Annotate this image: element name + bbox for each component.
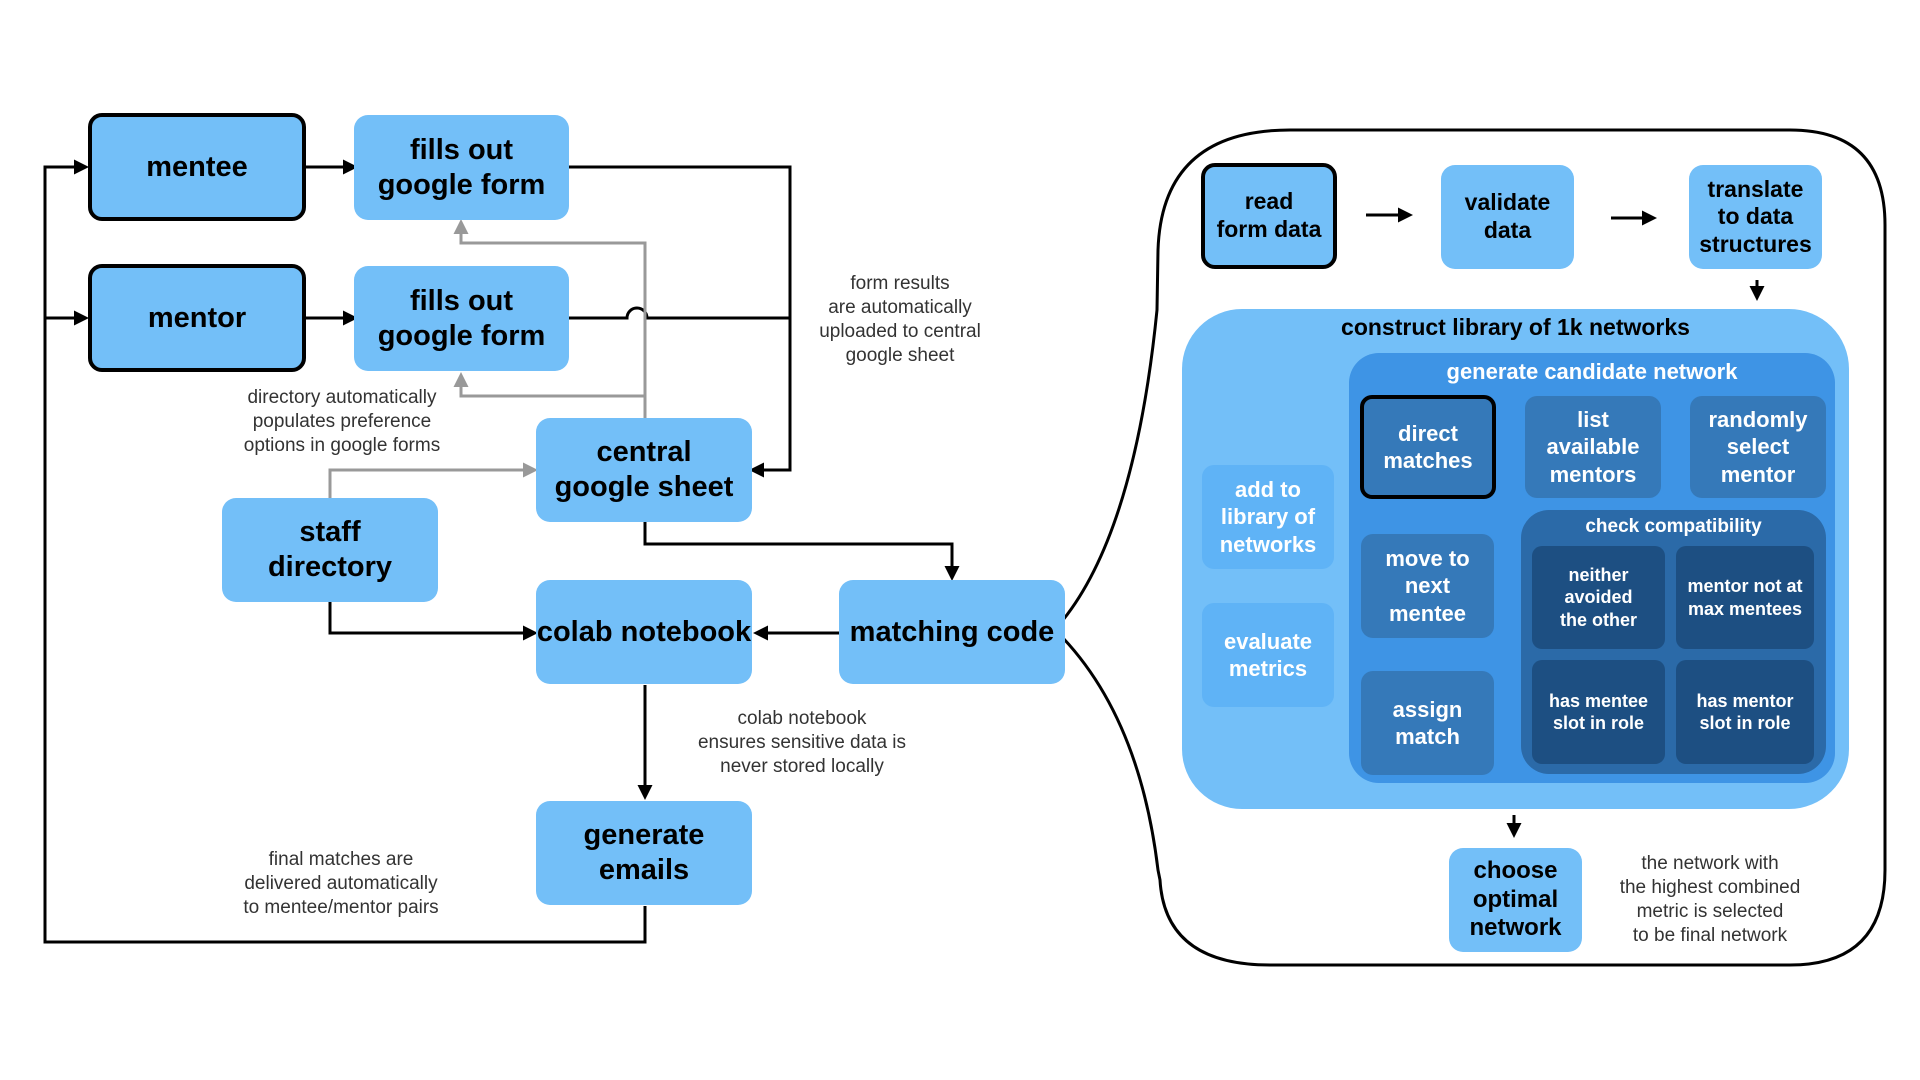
algorithm-panel-outline <box>1061 128 1887 967</box>
staff-directory-node: staff directory <box>222 498 438 602</box>
mentee-fills-form-node: fills out google form <box>354 115 569 220</box>
mentor-node: mentor <box>88 264 306 372</box>
arrow-staff-to-colab <box>328 602 538 641</box>
has-mentor-slot-node: has mentor slot in role <box>1676 660 1814 764</box>
arrow-directory-to-mentee-form <box>453 219 647 418</box>
evaluate-metrics-node: evaluate metrics <box>1202 603 1334 707</box>
validate-data-node: validate data <box>1441 165 1574 269</box>
note-form-results: form results are automatically uploaded … <box>819 273 981 366</box>
matching-code-node: matching code <box>839 580 1065 684</box>
candidate-network-zone-title: generate candidate network <box>1446 359 1738 384</box>
choose-optimal-network-node: choose optimal network <box>1449 848 1582 952</box>
note-directory-populates: directory automatically populates prefer… <box>243 387 441 456</box>
direct-matches-node: direct matches <box>1360 395 1496 499</box>
randomly-select-mentor-node: randomly select mentor <box>1690 396 1826 498</box>
add-to-library-node: add to library of networks <box>1202 465 1334 569</box>
list-available-mentors-node: list available mentors <box>1525 396 1661 498</box>
mentor-not-at-max-node: mentor not at max mentees <box>1676 546 1814 649</box>
colab-notebook-node: colab notebook <box>536 580 752 684</box>
arrow-mentor-form-to-sheet <box>568 306 790 320</box>
has-mentee-slot-node: has mentee slot in role <box>1532 660 1665 764</box>
move-to-next-mentee-node: move to next mentee <box>1361 534 1494 638</box>
note-colab-sensitive: colab notebook ensures sensitive data is… <box>697 708 907 777</box>
note-network-selected: the network with the highest combined me… <box>1619 853 1801 946</box>
mentor-fills-form-node: fills out google form <box>354 266 569 371</box>
translate-data-structures-node: translate to data structures <box>1689 165 1822 269</box>
neither-avoided-node: neither avoided the other <box>1532 546 1665 649</box>
arrow-staff-to-sheet <box>328 462 538 498</box>
central-google-sheet-node: central google sheet <box>536 418 752 522</box>
arrow-emails-loop-back <box>43 159 647 944</box>
arrow-directory-to-mentor-form <box>453 372 645 398</box>
arrow-sheet-to-matching <box>643 522 960 581</box>
generate-emails-node: generate emails <box>536 801 752 905</box>
mentee-node: mentee <box>88 113 306 221</box>
check-compatibility-title: check compatibility <box>1585 516 1762 537</box>
assign-match-node: assign match <box>1361 671 1494 775</box>
library-zone-title: construct library of 1k networks <box>1341 314 1690 340</box>
read-form-data-node: read form data <box>1201 163 1337 269</box>
note-final-matches: final matches are delivered automaticall… <box>243 849 439 918</box>
